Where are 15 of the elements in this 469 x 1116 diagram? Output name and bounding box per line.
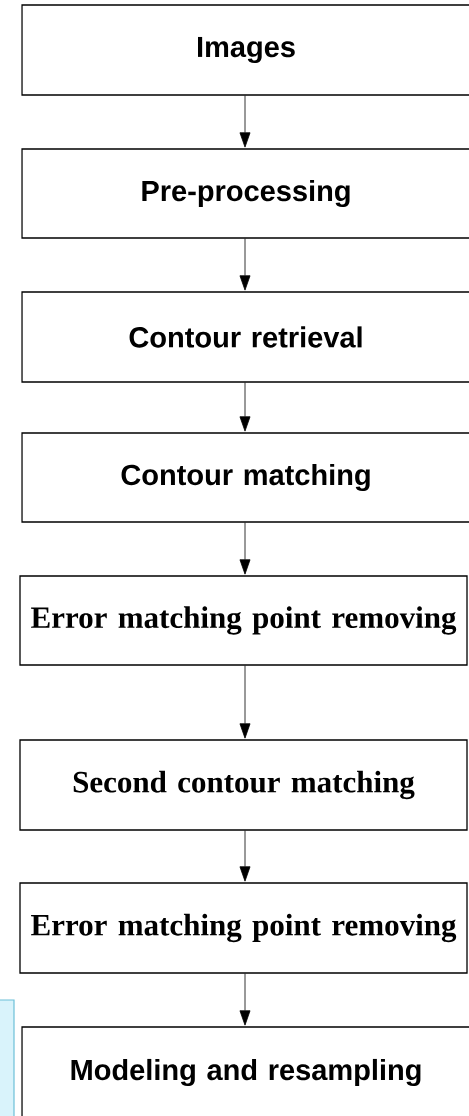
arrow — [239, 665, 251, 739]
process-box: Contour retrieval — [21, 291, 469, 383]
arrow — [239, 830, 251, 882]
process-box: Error matching point removing — [19, 575, 468, 666]
arrow — [239, 973, 251, 1026]
arrow — [239, 522, 251, 575]
arrow — [239, 238, 251, 291]
process-box: Modeling and resampling — [21, 1026, 469, 1116]
arrow — [239, 95, 251, 148]
process-box: Images — [21, 4, 469, 96]
process-box: Pre-processing — [21, 148, 469, 239]
process-box: Contour matching — [21, 432, 469, 523]
arrow — [239, 382, 251, 432]
process-box: Second contour matching — [19, 739, 468, 831]
process-box: Error matching point removing — [19, 882, 468, 974]
